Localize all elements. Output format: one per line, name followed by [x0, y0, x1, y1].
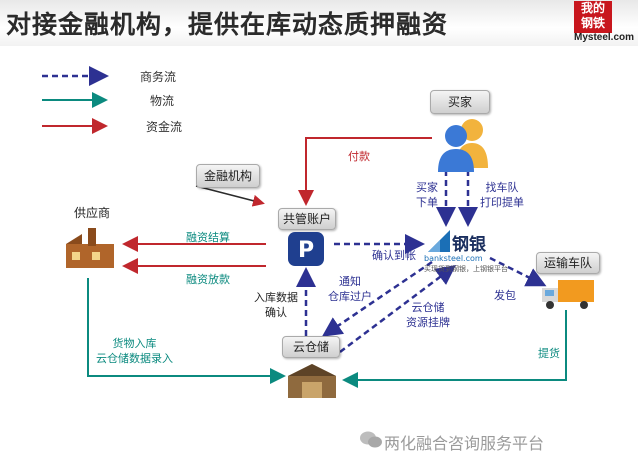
- label-storage-data-line1: 入库数据: [254, 291, 298, 304]
- node-fleet-label: 运输车队: [536, 252, 600, 274]
- logo-site: Mysteel.com: [574, 32, 635, 43]
- banksteel-logo-icon: [428, 230, 450, 252]
- truck-icon: [542, 280, 594, 309]
- label-notify-line2: 仓库过户: [328, 290, 372, 303]
- node-warehouse-label: 云仓储: [282, 336, 340, 358]
- label-cloud-listing-line1: 云仓储: [411, 301, 445, 314]
- node-financial-institution: 金融机构: [196, 164, 260, 188]
- label-buyer-order: 买家 下单: [416, 180, 438, 210]
- node-buyer-label: 买家: [430, 90, 490, 114]
- label-financing-settle: 融资结算: [186, 231, 230, 244]
- buyer-people-icon: [438, 119, 488, 172]
- label-pickup: 提货: [538, 347, 560, 360]
- logo-line1: 我的: [580, 1, 605, 15]
- legend-label-funds: 资金流: [146, 120, 183, 134]
- label-pay: 付款: [348, 150, 370, 163]
- label-goods-in: 货物入库 云仓储数据录入: [96, 336, 173, 366]
- logo-line2: 钢铁: [580, 16, 605, 30]
- edge-financial-to-escrow: [195, 185, 265, 207]
- label-buyer-order-line2: 下单: [416, 196, 438, 209]
- wechat-icon: [360, 431, 382, 448]
- legend-label-business: 商务流: [140, 70, 177, 84]
- label-financing-loan: 融资放款: [186, 273, 230, 286]
- page-title: 对接金融机构，提供在库动态质押融资: [6, 10, 449, 39]
- factory-icon: [66, 228, 114, 268]
- label-goods-in-line2: 云仓储数据录入: [96, 352, 173, 365]
- edge-notify-warehouse: [321, 260, 433, 337]
- edge-cloud-listing: [339, 265, 456, 353]
- node-supplier-label: 供应商: [73, 206, 110, 220]
- banksteel-sub: banksteel.com: [424, 254, 483, 263]
- label-find-fleet-line1: 找车队: [485, 181, 519, 194]
- label-goods-in-line1: 货物入库: [112, 337, 157, 350]
- label-find-fleet-line2: 打印提单: [480, 196, 524, 209]
- mysteel-logo: 我的 钢铁 Mysteel.com: [574, 1, 636, 45]
- edge-pickup: [342, 310, 567, 388]
- warehouse-icon: [288, 364, 336, 398]
- label-find-fleet: 找车队 打印提单: [480, 180, 524, 210]
- label-cloud-listing: 云仓储 资源挂牌: [406, 300, 450, 330]
- label-notify: 通知 仓库过户: [328, 274, 372, 304]
- node-banksteel-label: 钢银: [452, 235, 486, 255]
- label-cloud-listing-line2: 资源挂牌: [406, 316, 450, 329]
- node-escrow-label: 共管账户: [278, 208, 336, 230]
- title-banner: 对接金融机构，提供在库动态质押融资 我的 钢铁 Mysteel.com: [0, 0, 638, 46]
- label-storage-data: 入库数据 确认: [254, 290, 298, 320]
- edge-pay: [298, 137, 432, 206]
- label-dispatch: 发包: [494, 289, 516, 302]
- svg-text:P: P: [298, 238, 314, 263]
- paypal-icon: P: [288, 232, 324, 266]
- label-storage-data-line2: 确认: [265, 306, 287, 319]
- legend-label-logistics: 物流: [150, 94, 175, 108]
- banksteel-slogan: 买现货到钢银，上钢银平台: [424, 265, 508, 273]
- edge-goods-in: [87, 278, 286, 384]
- watermark-text: 两化融合咨询服务平台: [384, 434, 545, 453]
- label-buyer-order-line1: 买家: [416, 181, 438, 194]
- logo-badge: 我的 钢铁: [574, 1, 612, 33]
- label-confirm-arrival: 确认到帐: [372, 249, 416, 262]
- label-notify-line1: 通知: [339, 275, 361, 288]
